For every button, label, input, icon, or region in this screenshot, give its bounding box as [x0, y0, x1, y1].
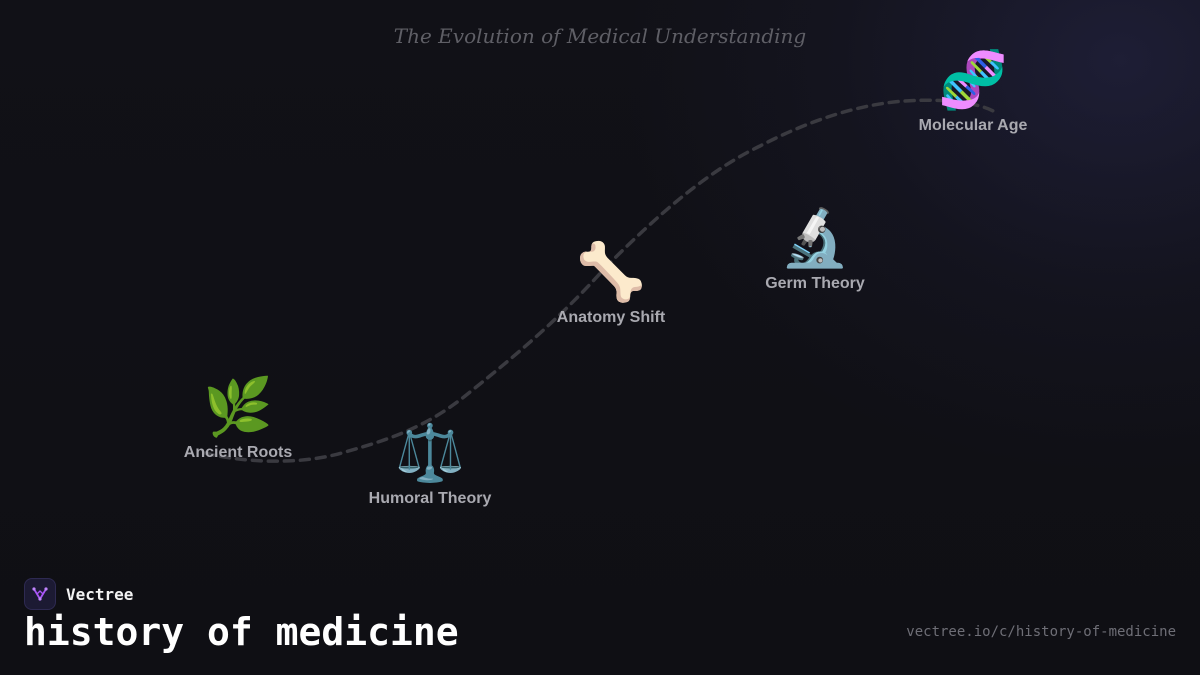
brand-name: Vectree — [66, 584, 134, 604]
node-humoral-theory[interactable]: ⚖️ Humoral Theory — [330, 422, 530, 508]
balance-scale-icon: ⚖️ — [395, 421, 465, 486]
bone-icon: 🦴 — [576, 240, 646, 305]
brand[interactable]: Vectree — [24, 577, 133, 611]
dna-icon: 🧬 — [938, 48, 1008, 113]
node-label: Molecular Age — [918, 117, 1028, 134]
vectree-logo-icon — [24, 578, 56, 610]
node-label: Humoral Theory — [368, 490, 492, 507]
node-anatomy-shift[interactable]: 🦴 Anatomy Shift — [511, 241, 711, 327]
node-label: Anatomy Shift — [556, 309, 666, 326]
node-label: Germ Theory — [765, 275, 865, 292]
node-molecular-age[interactable]: 🧬 Molecular Age — [873, 49, 1073, 135]
herb-icon: 🌿 — [203, 375, 273, 440]
diagram-subtitle: The Evolution of Medical Understanding — [393, 24, 807, 48]
node-label: Ancient Roots — [183, 444, 293, 461]
page-url[interactable]: vectree.io/c/history-of-medicine — [906, 624, 1176, 640]
node-ancient-roots[interactable]: 🌿 Ancient Roots — [138, 376, 338, 462]
timeline-curve — [203, 98, 1000, 463]
page-title: history of medicine — [24, 610, 459, 654]
microscope-icon: 🔬 — [780, 206, 850, 271]
node-germ-theory[interactable]: 🔬 Germ Theory — [715, 207, 915, 293]
